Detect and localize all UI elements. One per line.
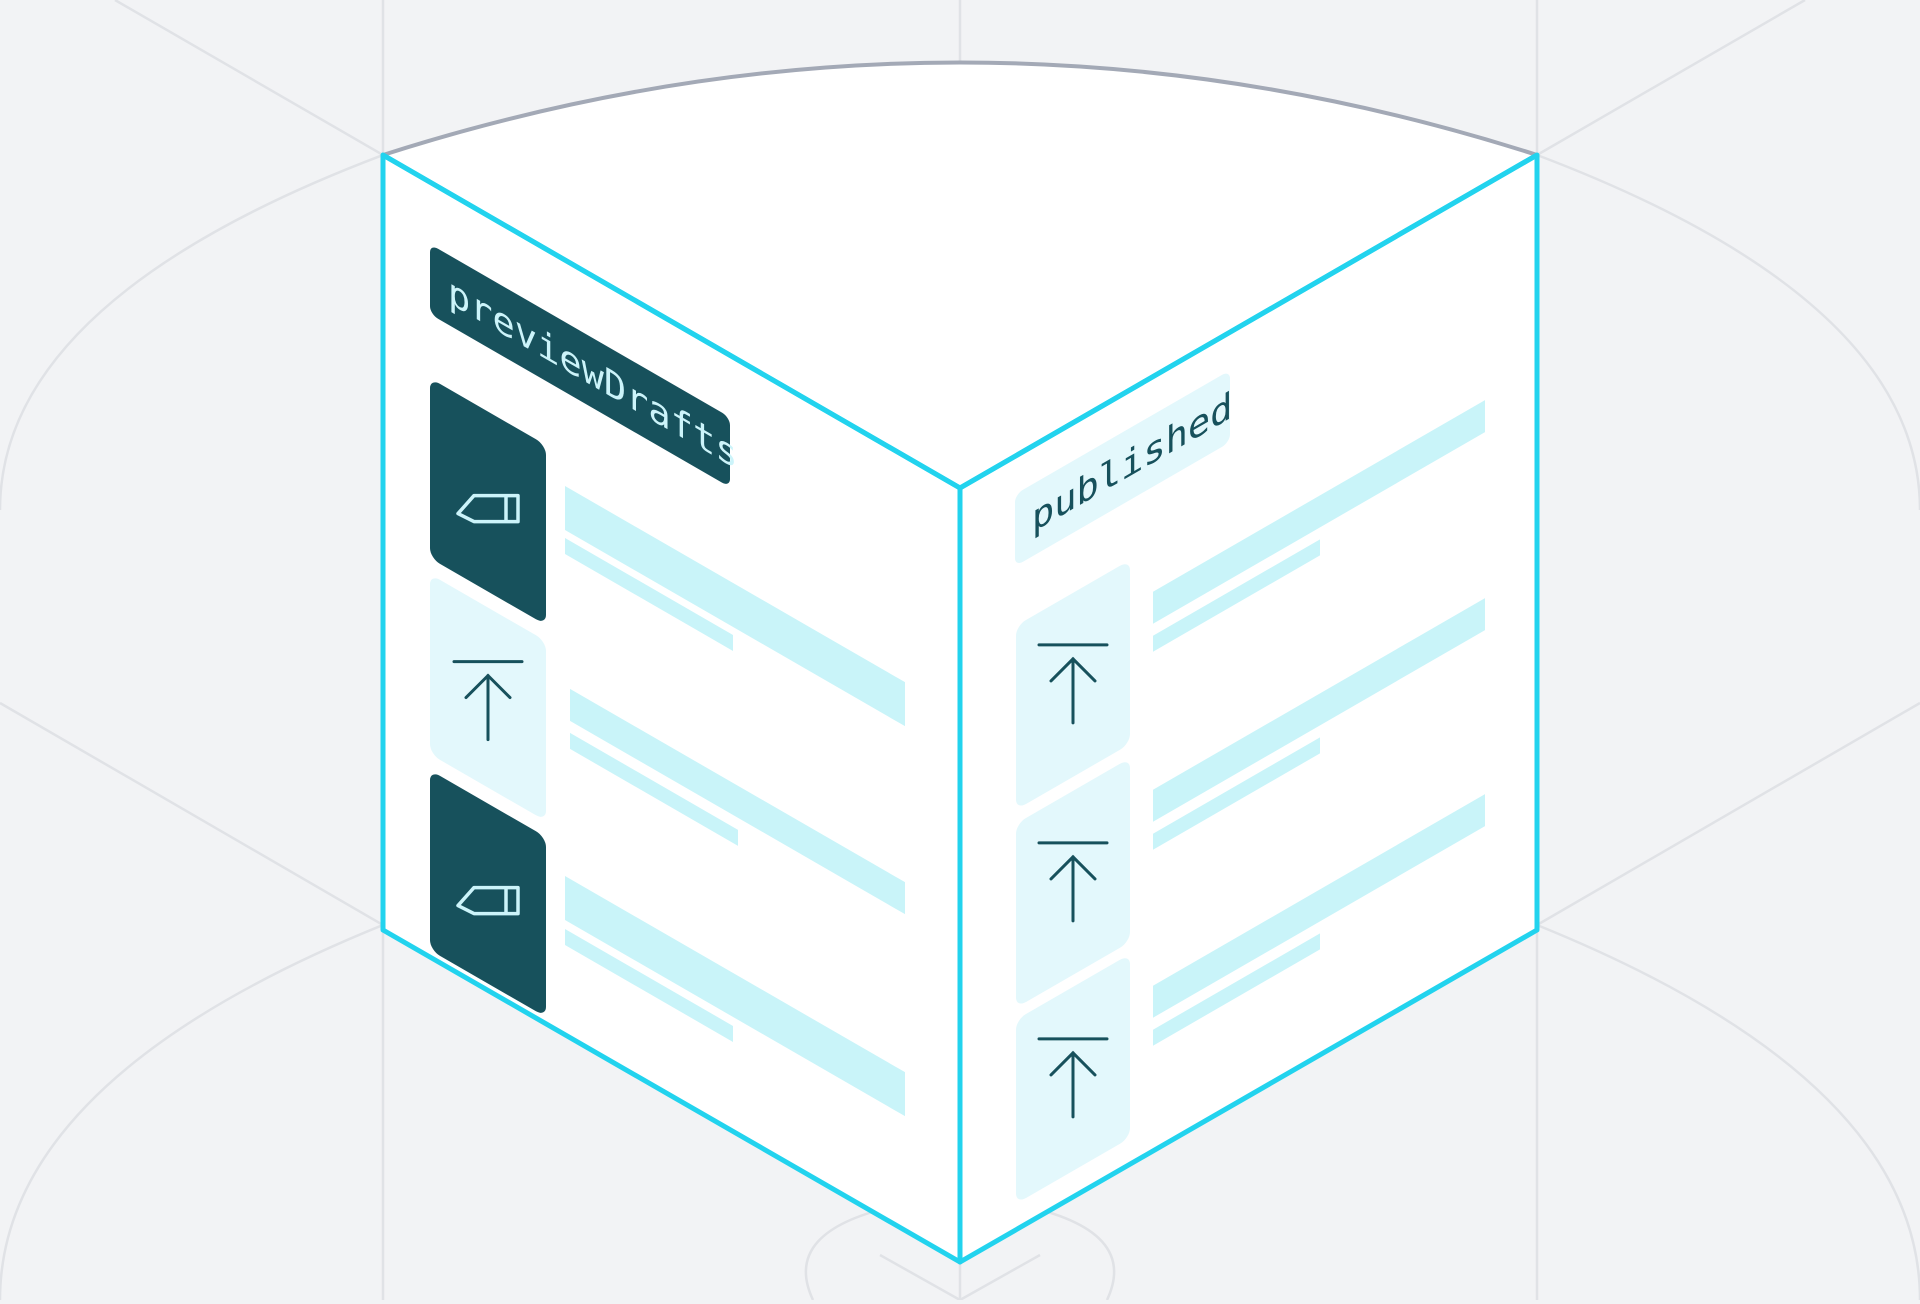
storage-box <box>383 63 1537 1263</box>
